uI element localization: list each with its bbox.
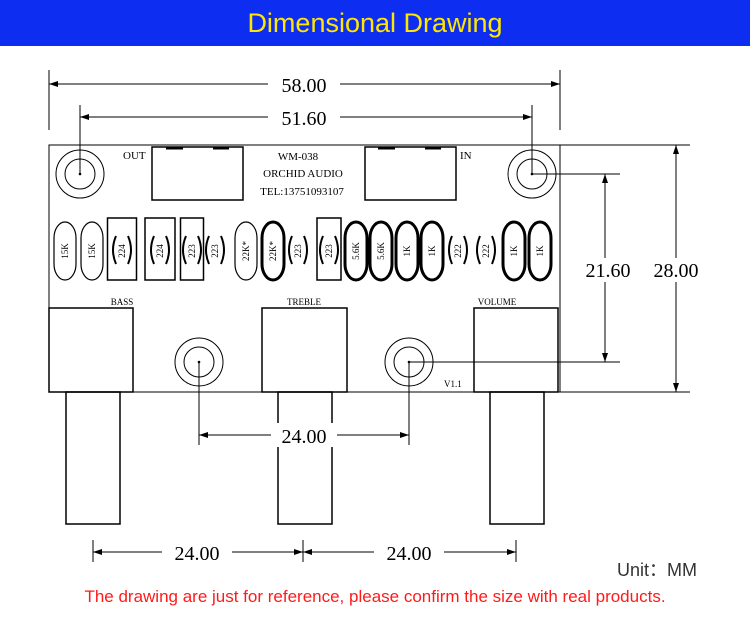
bass-pot	[48, 307, 134, 393]
capacitor: 223	[316, 217, 342, 281]
pcb-outline	[48, 144, 561, 393]
treble-shaft	[277, 391, 333, 525]
capacitor: 223	[288, 235, 308, 265]
arrowhead	[602, 174, 608, 183]
arrowhead	[673, 383, 679, 392]
dim-hole-vertical: 21.60	[586, 260, 631, 282]
component-value: 224	[117, 244, 127, 258]
capacitor: 223	[179, 217, 205, 281]
resistor: 1K	[501, 220, 527, 282]
capacitor: 222	[448, 235, 468, 265]
capacitor: 224	[144, 217, 176, 281]
in-connector	[364, 146, 457, 201]
component-value: 1K	[509, 245, 519, 257]
component-value: 223	[324, 244, 334, 258]
component-value: 15K	[60, 243, 70, 259]
bass-shaft	[65, 391, 121, 525]
treble-pot	[261, 307, 348, 393]
component-value: 223	[210, 244, 220, 258]
component-value: 1K	[427, 245, 437, 257]
component-value: 5.6K	[351, 242, 361, 260]
arrowhead	[303, 549, 312, 555]
pot-label-treble: TREBLE	[287, 297, 321, 307]
arrowhead	[602, 353, 608, 362]
component-value: 15K	[87, 243, 97, 259]
dim-hole-span: 51.60	[282, 108, 327, 130]
component-value: 223	[293, 244, 303, 258]
arrowhead	[523, 114, 532, 120]
resistor: 1K	[394, 220, 420, 282]
board-brand: ORCHID AUDIO	[263, 168, 343, 180]
page-title: Dimensional Drawing	[247, 7, 503, 38]
component-value: 22K*	[241, 241, 251, 261]
resistor: 22K*	[234, 221, 258, 281]
arrowhead	[551, 81, 560, 87]
resistor: 15K	[53, 221, 77, 281]
resistor: 15K	[80, 221, 104, 281]
pot-label-bass: BASS	[111, 297, 134, 307]
dim-overall-width: 58.00	[282, 75, 327, 97]
dim-lower-hole-span: 24.00	[282, 426, 327, 448]
in-label: IN	[460, 150, 472, 162]
dim-pot-span-right: 24.00	[387, 543, 432, 565]
component-value: 5.6K	[376, 242, 386, 260]
resistor: 1K	[527, 220, 553, 282]
dim-pot-span-left: 24.00	[175, 543, 220, 565]
unit-label: Unit：MM	[617, 560, 697, 580]
arrowhead	[93, 549, 102, 555]
component-value: 224	[155, 244, 165, 258]
volume-shaft	[489, 391, 545, 525]
resistor: 22K*	[260, 220, 286, 282]
reference-note: The drawing are just for reference, plea…	[84, 587, 666, 606]
capacitor: 224	[106, 217, 138, 281]
arrowhead	[673, 145, 679, 154]
arrowhead	[400, 432, 409, 438]
resistor: 5.6K	[343, 220, 369, 282]
component-value: 1K	[402, 245, 412, 257]
arrowhead	[49, 81, 58, 87]
component-value: 22K*	[268, 241, 278, 261]
pot-label-volume: VOLUME	[478, 297, 517, 307]
volume-pot	[473, 307, 559, 393]
out-connector	[151, 146, 244, 201]
capacitor: 223	[205, 235, 225, 265]
component-value: 222	[481, 244, 491, 258]
resistor: 1K	[419, 220, 445, 282]
component-value: 223	[187, 244, 197, 258]
capacitor: 222	[476, 235, 496, 265]
arrowhead	[294, 549, 303, 555]
arrowhead	[507, 549, 516, 555]
header-bar: Dimensional Drawing	[0, 0, 750, 46]
resistor: 5.6K	[368, 220, 394, 282]
out-label: OUT	[123, 150, 146, 162]
component-value: 222	[453, 244, 463, 258]
dim-overall-height: 28.00	[654, 260, 699, 282]
arrowhead	[80, 114, 89, 120]
board-tel: TEL:13751093107	[260, 186, 344, 198]
component-value: 1K	[535, 245, 545, 257]
arrowhead	[199, 432, 208, 438]
board-model: WM-038	[278, 151, 319, 163]
board-version: V1.1	[444, 379, 462, 389]
